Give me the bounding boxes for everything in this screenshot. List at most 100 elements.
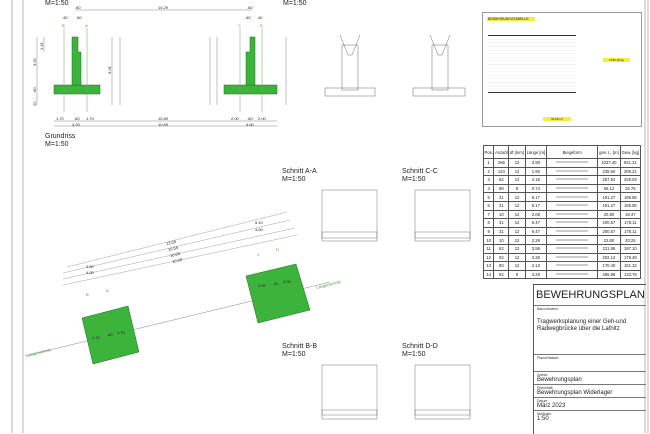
table-cell: 12 — [508, 200, 526, 211]
table-cell: 209.21 — [619, 166, 642, 177]
table-cell: 32.76 — [619, 183, 642, 194]
table-cell: 229.03 — [619, 175, 642, 185]
table-cell: 4.16 — [524, 175, 548, 185]
table-cell: 4.29 — [524, 269, 548, 280]
summary-title: BEWEHRUNGSTABELLE — [487, 17, 535, 21]
dim-right-2: .60 — [247, 116, 253, 121]
dim-right-3: 2.00 — [258, 116, 266, 121]
table-cell: 13 — [482, 261, 495, 271]
dim-right-total: 4.60 — [246, 122, 254, 127]
small-sections — [321, 189, 471, 420]
dim-top-left2: .60 — [76, 15, 82, 20]
table-cell: 12 — [508, 261, 526, 271]
table-cell: 202.12 — [597, 252, 621, 263]
summary-total: 1795,15 kg — [603, 58, 630, 62]
table-cell: 12 — [508, 235, 526, 245]
table-cell: 2.13 — [524, 261, 548, 271]
table-cell: 266 — [493, 158, 510, 168]
table-cell: 921.21 — [619, 158, 642, 168]
table-cell: 8 — [508, 183, 526, 194]
table-cell: 8 — [482, 218, 495, 228]
content-value: Bewehrungsplan Widerlager — [537, 390, 613, 396]
section-aa-scale: M=1:50 — [282, 176, 306, 183]
plan-dim-460: 4.60 — [255, 227, 263, 232]
table-cell: 6.17 — [524, 200, 548, 211]
table-cell: 80 — [493, 261, 510, 271]
table-cell: 7 — [482, 209, 495, 220]
table-cell: 31 — [493, 200, 510, 211]
table-cell: 3.90 — [524, 158, 548, 168]
elevation-scale: M=1:50 — [45, 0, 69, 7]
summary-sum: 33,08 m³ — [543, 117, 571, 121]
plan-marker-c: C — [257, 252, 260, 257]
section-cc-scale: M=1:50 — [402, 176, 426, 183]
summary-table — [488, 35, 576, 93]
table-cell: 62 — [493, 175, 510, 185]
grundriss-scale: M=1:50 — [45, 141, 69, 148]
elevation-dimensions — [36, 9, 287, 127]
plan-pad-dim-6: 1.70 — [117, 330, 125, 335]
marker-b: B — [62, 23, 65, 28]
table-cell: 88 — [493, 183, 510, 194]
plan-dim-420: 4.20 — [86, 270, 94, 275]
date-value: März 2023 — [537, 403, 566, 409]
dim-right-1: 2.00 — [231, 116, 239, 121]
table-cell: 12 — [508, 158, 526, 168]
dim-cap-right: .60 — [247, 5, 253, 10]
dim-vert-141: 1.41 — [39, 42, 44, 50]
dim-vert-20: 20 — [32, 101, 37, 106]
table-cell: 8 — [508, 269, 526, 280]
table-cell: 1.90 — [524, 166, 548, 177]
table-header: Pos. — [482, 145, 495, 159]
section-aa-title: Schnitt A-A — [282, 168, 317, 175]
table-cell: 2.28 — [524, 235, 548, 245]
dim-top-left: 40 — [63, 15, 68, 20]
table-cell: 191.27 — [597, 200, 621, 211]
table-cell: 257.92 — [597, 175, 621, 185]
top-cross-sections — [324, 34, 466, 97]
marker-c: C — [238, 23, 241, 28]
table-cell: 170.40 — [597, 261, 621, 271]
table-cell: 62 — [493, 269, 510, 280]
bending-shape-icon — [546, 269, 599, 280]
dim-left-1: 1.70 — [56, 116, 64, 121]
plan-marker-b: B — [86, 292, 89, 297]
table-cell: 6 — [482, 200, 495, 211]
table-cell: 14 — [482, 269, 495, 280]
table-cell: 9 — [482, 226, 495, 237]
table-cell: 31 — [493, 226, 510, 237]
plan-marker-a: A — [106, 288, 109, 293]
table-cell: 12 — [508, 166, 526, 177]
table-cell: 1037.40 — [597, 158, 621, 168]
table-cell: 18.47 — [619, 209, 642, 220]
table-header: ges. L. [m] — [597, 145, 621, 159]
table-cell: 65.12 — [597, 183, 621, 194]
bending-shape-icon — [546, 243, 599, 254]
scale-value: 1:50 — [537, 416, 549, 422]
frame-lines — [11, 0, 649, 433]
reinforcement-summary-sheet: BEWEHRUNGSTABELLE 1795,15 kg 33,08 m³ — [482, 12, 642, 127]
table-cell: 20.80 — [597, 209, 621, 220]
table-cell: 265.98 — [597, 269, 621, 280]
bending-shape-icon — [546, 226, 599, 237]
plan-pad-dim-2: .60 — [273, 281, 279, 286]
plan-title: BEWEHRUNGSPLAN — [534, 285, 646, 306]
dim-vert-60: .60 — [32, 87, 37, 93]
plan-pad-dim-4: 1.70 — [92, 335, 100, 340]
table-header: Ø [mm] — [508, 145, 526, 159]
bending-shape-icon — [546, 192, 599, 202]
bending-shape-icon — [546, 183, 599, 194]
